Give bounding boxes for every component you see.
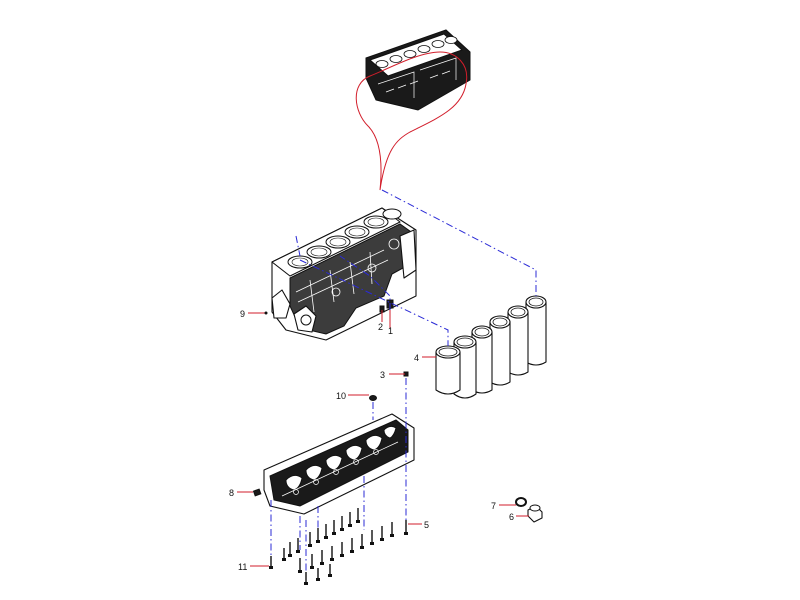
cylinder-liners <box>435 295 547 399</box>
main-bearing-bolts <box>269 508 408 585</box>
assembly-line-liners-front <box>295 235 449 346</box>
callout-2: 2 <box>378 322 383 332</box>
block-thumbnail <box>365 29 471 111</box>
callout-10: 10 <box>336 391 346 401</box>
cup-plug-part-6 <box>527 504 543 523</box>
callout-11: 11 <box>238 562 247 572</box>
assembly-line-plugs <box>339 255 391 310</box>
callout-5: 5 <box>424 520 429 530</box>
plug-part-8 <box>252 488 262 497</box>
callout-labels: 1 2 3 4 5 6 7 8 9 10 11 <box>229 309 514 572</box>
callout-1: 1 <box>388 326 393 336</box>
detail-lens-outline <box>355 51 468 191</box>
crankcase-bedplate <box>263 413 415 515</box>
callout-4: 4 <box>414 353 419 363</box>
callout-3: 3 <box>380 370 385 380</box>
assembly-line-liners-back <box>381 189 537 296</box>
callout-8: 8 <box>229 488 234 498</box>
seal-ring-part-7 <box>515 497 527 507</box>
callout-6: 6 <box>509 512 514 522</box>
callout-9: 9 <box>240 309 245 319</box>
callout-7: 7 <box>491 501 496 511</box>
assembly-lines-bolts <box>270 378 407 572</box>
cylinder-block <box>271 207 417 341</box>
plug-part-10 <box>369 395 377 401</box>
leader-lines <box>237 310 529 567</box>
